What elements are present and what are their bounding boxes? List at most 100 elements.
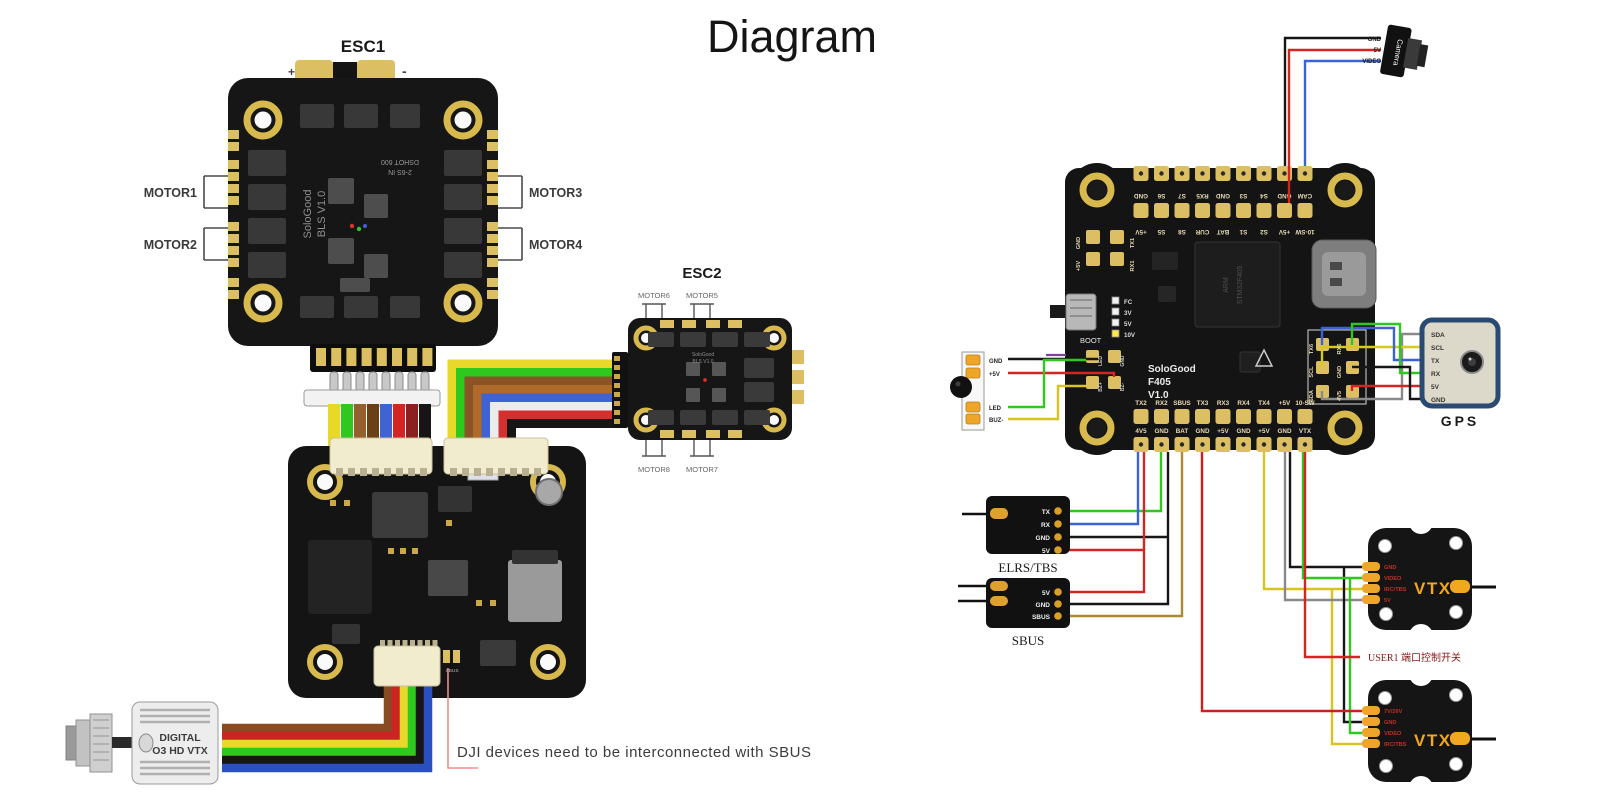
- module-pin-label: SDA: [1431, 332, 1445, 339]
- module-pin-label: IRC/TBS: [1384, 742, 1407, 748]
- esc1-silk-dshot: DSHOT 600: [381, 158, 419, 165]
- module-pin-label: VIDEO: [1362, 59, 1381, 65]
- elrs-receiver: [962, 496, 1070, 554]
- module-pin-label: LED: [1098, 356, 1104, 366]
- module-pin-labels: GND5VVIDEOSDASCLTXRX5VGNDTXRXGND5V5VGNDS…: [989, 37, 1446, 748]
- mid-fc-bottom-connector: [373, 645, 441, 687]
- esc1-minus-mark: -: [402, 63, 407, 79]
- module-pin-label: SDA: [1309, 390, 1315, 402]
- module-pin-label: SCL: [1309, 366, 1315, 378]
- module-pin-label: RX6: [1337, 344, 1343, 355]
- fc-pad-label: TX2: [1135, 400, 1147, 407]
- page-title: Diagram: [707, 11, 877, 62]
- fc-pad-label: S1: [1239, 228, 1247, 235]
- fc-pad-label: GND: [1278, 428, 1292, 435]
- fc-pad-label: CAM: [1298, 192, 1312, 199]
- vtx2-label: VTX: [1414, 731, 1452, 750]
- mid-fc-board: SBUS: [288, 437, 586, 698]
- module-pin-label: 4V5: [1337, 391, 1343, 401]
- sbus-callout-line: [447, 668, 478, 769]
- vtx1-label: VTX: [1414, 579, 1452, 598]
- fc-pad-label: 4V5: [1135, 428, 1147, 435]
- fc-pad-label: GND: [1196, 428, 1210, 435]
- fc-led-label: 3V: [1124, 310, 1132, 317]
- module-pin-label: TX1: [1130, 238, 1136, 248]
- module-pin-label: GND: [1384, 565, 1396, 571]
- motor7-label: MOTOR7: [686, 465, 718, 474]
- esc2-silk-brand: SoloGood: [692, 352, 714, 358]
- user1-note: USER1 端口控制开关: [1368, 651, 1461, 664]
- fc-led-label: 5V: [1124, 321, 1132, 328]
- module-pin-label: GND: [1368, 37, 1382, 43]
- fc-pad-label: TX4: [1258, 400, 1270, 407]
- esc1-side-pads: [228, 130, 498, 299]
- module-pin-label: GND: [1120, 355, 1126, 367]
- motor6-label: MOTOR6: [638, 291, 670, 300]
- fc-pad-label: +5V: [1258, 428, 1270, 435]
- module-pin-label: BUZ-: [989, 418, 1003, 424]
- motor1-label: MOTOR1: [144, 186, 197, 200]
- fc-pad-label: RX5: [1196, 192, 1209, 199]
- esc1-board: + -: [228, 60, 498, 372]
- module-pin-label: TX6: [1309, 344, 1315, 354]
- fc-pad-label: S8: [1178, 228, 1186, 235]
- fc-pad-label: GND: [1277, 192, 1291, 199]
- motor4-label: MOTOR4: [529, 238, 582, 252]
- fc-pad-label: +5V: [1135, 228, 1147, 235]
- fc-pad-label: S6: [1157, 192, 1165, 199]
- module-pin-label: GND: [1384, 720, 1396, 726]
- module-pin-label: IRC/TBS: [1384, 587, 1407, 593]
- mcu-silk-part: STM32F405: [1237, 266, 1244, 305]
- module-pin-label: BZ-: [1120, 383, 1126, 392]
- fc-pad-label: BAT: [1176, 428, 1189, 435]
- vtx2-module: VTX: [1362, 662, 1496, 800]
- fc-pad-label: GND: [1216, 192, 1230, 199]
- fc-pad-label: S2: [1260, 228, 1268, 235]
- esc1-plus-mark: +: [288, 65, 295, 79]
- module-pin-label: 7V/26V: [1384, 709, 1403, 715]
- module-pin-label: +5V: [989, 372, 1000, 378]
- module-pin-label: RX: [1431, 371, 1441, 378]
- fc-pad-label: RX4: [1237, 400, 1250, 407]
- module-pin-label: GND: [989, 359, 1003, 365]
- module-pin-label: TX: [1431, 358, 1440, 365]
- module-pin-label: GND: [1036, 602, 1051, 609]
- fc-silk-version: V1.0: [1148, 390, 1169, 401]
- fc-pad-label: +5V: [1217, 428, 1229, 435]
- fc-pad-label: VTX: [1299, 428, 1312, 435]
- fc-pad-label: TX3: [1197, 400, 1209, 407]
- fc-pad-label: S4: [1260, 192, 1268, 199]
- buzzer-led-module: [950, 351, 985, 431]
- fc-silk-model: F405: [1148, 377, 1171, 388]
- module-pin-label: GND: [1337, 366, 1343, 378]
- vtx1-module: VTX: [1362, 510, 1496, 648]
- module-pin-label: +5V: [1076, 261, 1082, 271]
- fc-led-label: 10V: [1124, 332, 1136, 339]
- mid-fc-sbus-pad-label: SBUS: [445, 668, 458, 674]
- motor2-label: MOTOR2: [144, 238, 197, 252]
- module-pin-label: VIDEO: [1384, 731, 1402, 737]
- esc2-board: SoloGood BLS V1.0: [612, 318, 804, 440]
- fc-pad-label: BAT: [1217, 228, 1230, 235]
- module-pin-label: 5V: [1384, 598, 1391, 604]
- fc-pad-label: GND: [1155, 428, 1169, 435]
- brand-arrow-icon: [1254, 348, 1274, 367]
- dji-vtx-label-line2: O3 HD VTX: [152, 745, 207, 757]
- module-pin-label: TX: [1042, 509, 1051, 516]
- esc1-silk-brand: SoloGood: [302, 190, 314, 239]
- fc-pad-label: 10-SW: [1295, 400, 1314, 407]
- boot-label: BOOT: [1080, 336, 1102, 345]
- fc-pad-label: S5: [1157, 228, 1165, 235]
- ribbon-fc-to-dji: [222, 680, 433, 773]
- fc-pad-label: 10-SW: [1295, 228, 1314, 235]
- dji-sbus-note: DJI devices need to be interconnected wi…: [457, 744, 812, 761]
- module-pin-label: BZ+: [1098, 382, 1104, 392]
- fc-pad-label: SBUS: [1173, 400, 1191, 407]
- module-pin-label: LED: [989, 406, 1002, 412]
- module-pin-label: GND: [1036, 535, 1051, 542]
- dji-vtx-label-line1: DIGITAL: [159, 732, 201, 744]
- module-pin-label: RX: [1041, 522, 1051, 529]
